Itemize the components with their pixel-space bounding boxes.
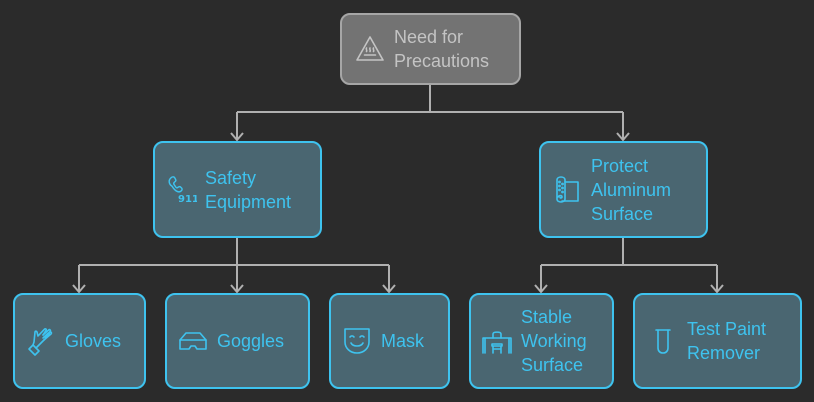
node-gloves[interactable]: Gloves — [13, 293, 146, 389]
node-mask[interactable]: Mask — [329, 293, 450, 389]
arrowhead-gloves — [72, 284, 86, 294]
arrowhead-stable-surface — [534, 284, 548, 294]
node-goggles[interactable]: Goggles — [165, 293, 310, 389]
node-label: Goggles — [217, 331, 285, 351]
arrowhead-safety-equipment — [230, 132, 244, 142]
node-label: Protect Aluminum Surface — [591, 155, 672, 224]
node-label: Gloves — [65, 331, 122, 351]
node-label: Need for Precautions — [394, 27, 490, 71]
arrowhead-goggles — [230, 284, 244, 294]
arrowhead-protect-aluminum — [616, 132, 630, 142]
phone-911-icon: 911 — [165, 174, 197, 206]
foil-roll-icon — [551, 174, 583, 206]
svg-text:911: 911 — [178, 194, 197, 205]
mask-icon — [341, 325, 373, 357]
node-stable-working-surface[interactable]: Stable Working Surface — [469, 293, 614, 389]
node-safety-equipment[interactable]: 911 Safety Equipment — [153, 141, 322, 238]
node-test-paint-remover[interactable]: Test Paint Remover — [633, 293, 802, 389]
hot-surface-warning-icon — [354, 33, 386, 65]
node-label: Stable Working Surface — [521, 307, 587, 375]
glove-icon — [25, 325, 57, 357]
node-protect-aluminum-surface[interactable]: Protect Aluminum Surface — [539, 141, 708, 238]
node-label: Test Paint Remover — [687, 319, 767, 363]
test-tube-icon — [647, 325, 679, 357]
node-label: Safety Equipment — [205, 167, 292, 212]
desk-icon — [481, 325, 513, 357]
node-label: Mask — [381, 331, 425, 351]
arrowhead-mask — [382, 284, 396, 294]
node-need-for-precautions[interactable]: Need for Precautions — [340, 13, 521, 85]
arrowhead-test-paint-remover — [710, 284, 724, 294]
goggles-icon — [177, 325, 209, 357]
